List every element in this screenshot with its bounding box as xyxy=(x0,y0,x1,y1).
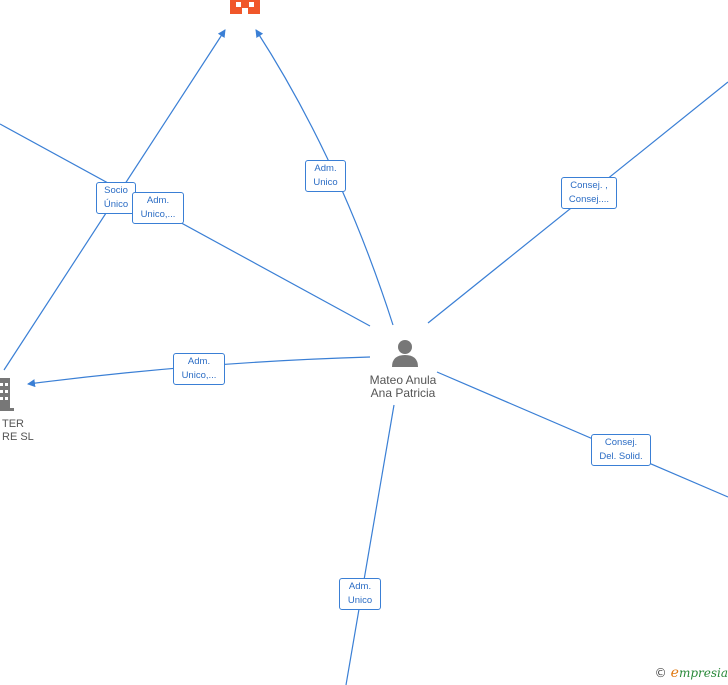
empresia-watermark: ©empresia xyxy=(655,665,728,681)
edge-label-text: Consej. , xyxy=(570,180,608,191)
edge-label-text: Unico,... xyxy=(181,370,217,381)
edge-label-adm-unico-bottom[interactable]: Adm. Unico xyxy=(339,578,381,610)
edge-label-text: Unico,... xyxy=(140,209,176,220)
center-person-label[interactable]: Mateo Anula Ana Patricia xyxy=(362,374,444,400)
edge-label-text: Adm. xyxy=(314,163,337,174)
edge-label-text: Adm. xyxy=(187,356,211,367)
top-company-building-icon[interactable] xyxy=(230,0,260,14)
left-company-label-line2: RE SL xyxy=(2,431,34,443)
edge-label-text: Adm. xyxy=(348,581,372,592)
edge-offscreen-left-to-center xyxy=(0,123,371,327)
left-company-building-icon[interactable] xyxy=(0,378,14,411)
left-company-label[interactable]: TER RE SL xyxy=(2,418,34,444)
left-company-label-line1: TER xyxy=(2,418,24,430)
edge-label-consej-del-solid[interactable]: Consej. Del. Solid. xyxy=(591,434,651,466)
edge-label-adm-unico-left[interactable]: Adm. Unico,... xyxy=(173,353,225,385)
edge-label-adm-unico-top-left[interactable]: Adm. Unico,... xyxy=(132,192,184,224)
edge-label-consej-top-right[interactable]: Consej. , Consej.... xyxy=(561,177,617,209)
edge-label-text: Consej.... xyxy=(568,194,610,205)
person-name-line2: Ana Patricia xyxy=(370,386,436,400)
edge-label-socio-unico[interactable]: Socio Único xyxy=(96,182,136,214)
edge-label-text: Del. Solid. xyxy=(599,451,643,462)
copyright-symbol: © xyxy=(654,666,667,680)
edge-label-text: Unico xyxy=(347,595,373,606)
edge-label-text: Adm. xyxy=(146,195,170,206)
empresia-logo-initial: e xyxy=(670,665,679,681)
edge-label-text: Socio xyxy=(104,185,128,196)
person-icon[interactable] xyxy=(392,340,418,367)
edge-label-text: Unico xyxy=(313,177,338,188)
edge-center-to-bottom xyxy=(345,404,395,685)
edge-label-text: Único xyxy=(103,199,129,210)
edge-label-text: Consej. xyxy=(604,437,638,448)
empresia-logo-text: mpresia xyxy=(678,666,728,680)
edge-center-to-right xyxy=(436,371,728,498)
person-name-line1: Mateo Anula xyxy=(369,373,437,387)
edge-label-adm-unico-top[interactable]: Adm. Unico xyxy=(305,160,346,192)
